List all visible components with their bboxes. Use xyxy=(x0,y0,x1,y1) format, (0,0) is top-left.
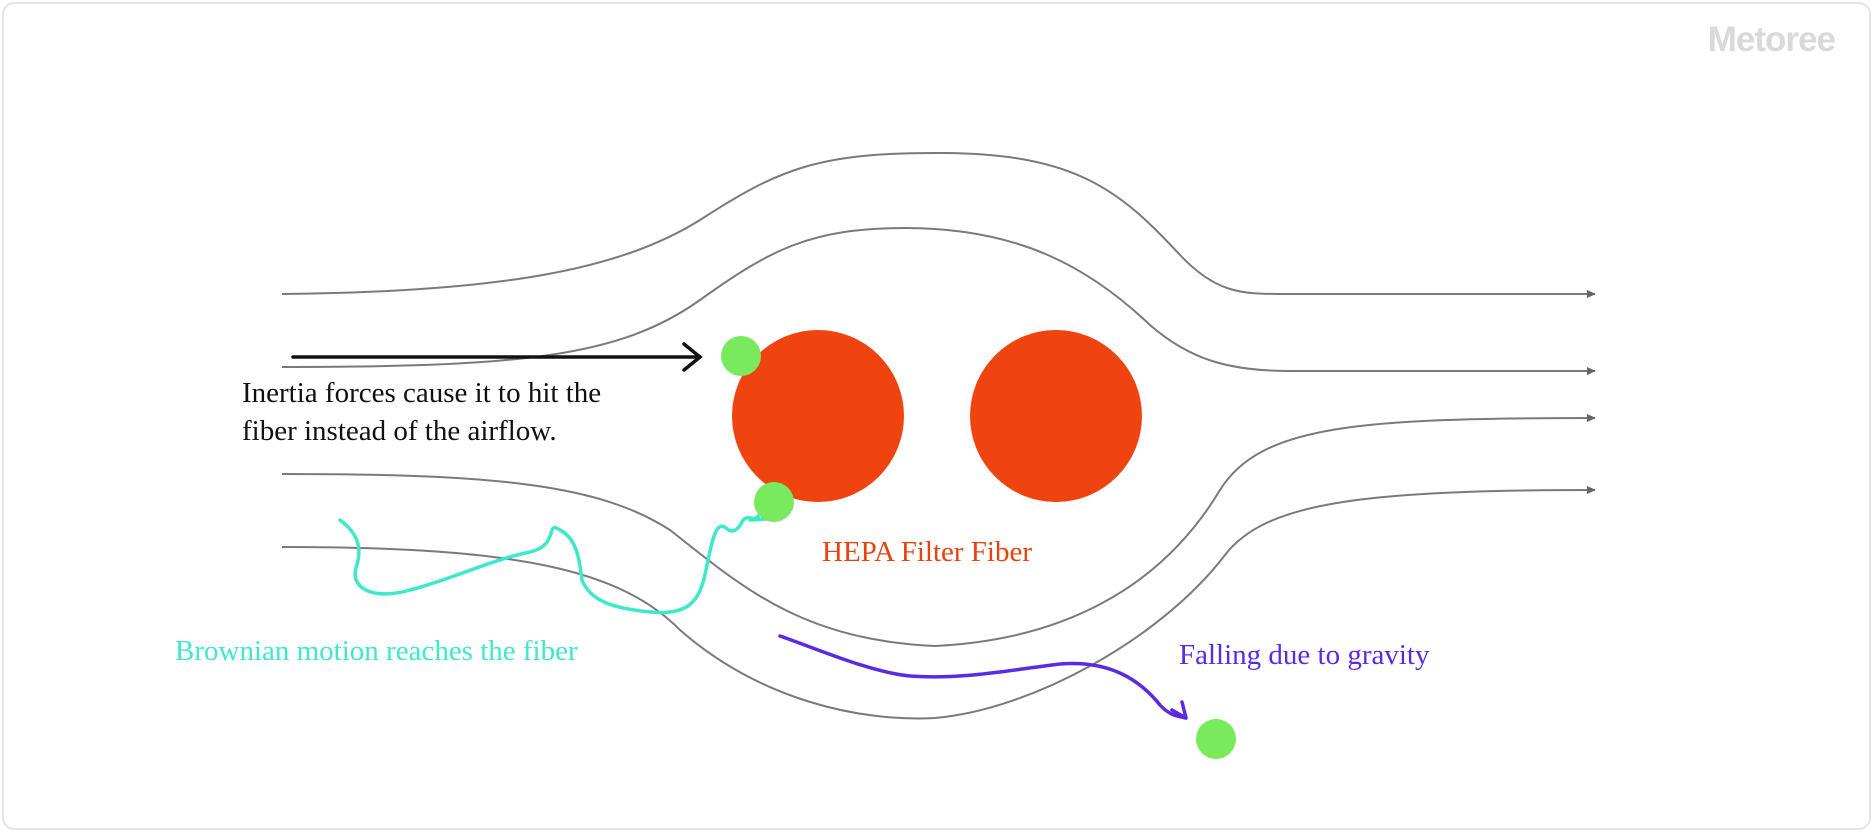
streamline-bottom-outer xyxy=(281,486,1596,720)
metoree-logo: Metoree xyxy=(1707,20,1836,59)
gravity-path xyxy=(778,634,1188,720)
particle-brownian xyxy=(754,482,794,522)
streamline-bottom-inner xyxy=(281,414,1596,648)
brownian-motion-path xyxy=(338,503,768,615)
particle-gravity xyxy=(1196,719,1236,759)
hepa-fiber-left xyxy=(732,330,904,502)
inertia-label-line2: fiber instead of the airflow. xyxy=(242,415,557,447)
inertia-label: Inertia forces cause it to hit the fiber… xyxy=(242,374,601,450)
hepa-fiber-label: HEPA Filter Fiber xyxy=(822,536,1033,568)
hepa-fiber-right xyxy=(970,330,1142,502)
gravity-label: Falling due to gravity xyxy=(1179,639,1430,671)
brownian-motion-label: Brownian motion reaches the fiber xyxy=(175,635,578,667)
inertia-arrow xyxy=(291,342,703,372)
inertia-label-line1: Inertia forces cause it to hit the xyxy=(242,377,602,409)
streamline-top-inner xyxy=(281,226,1596,375)
particle-inertia xyxy=(721,336,761,376)
streamline-top-outer xyxy=(281,151,1596,298)
